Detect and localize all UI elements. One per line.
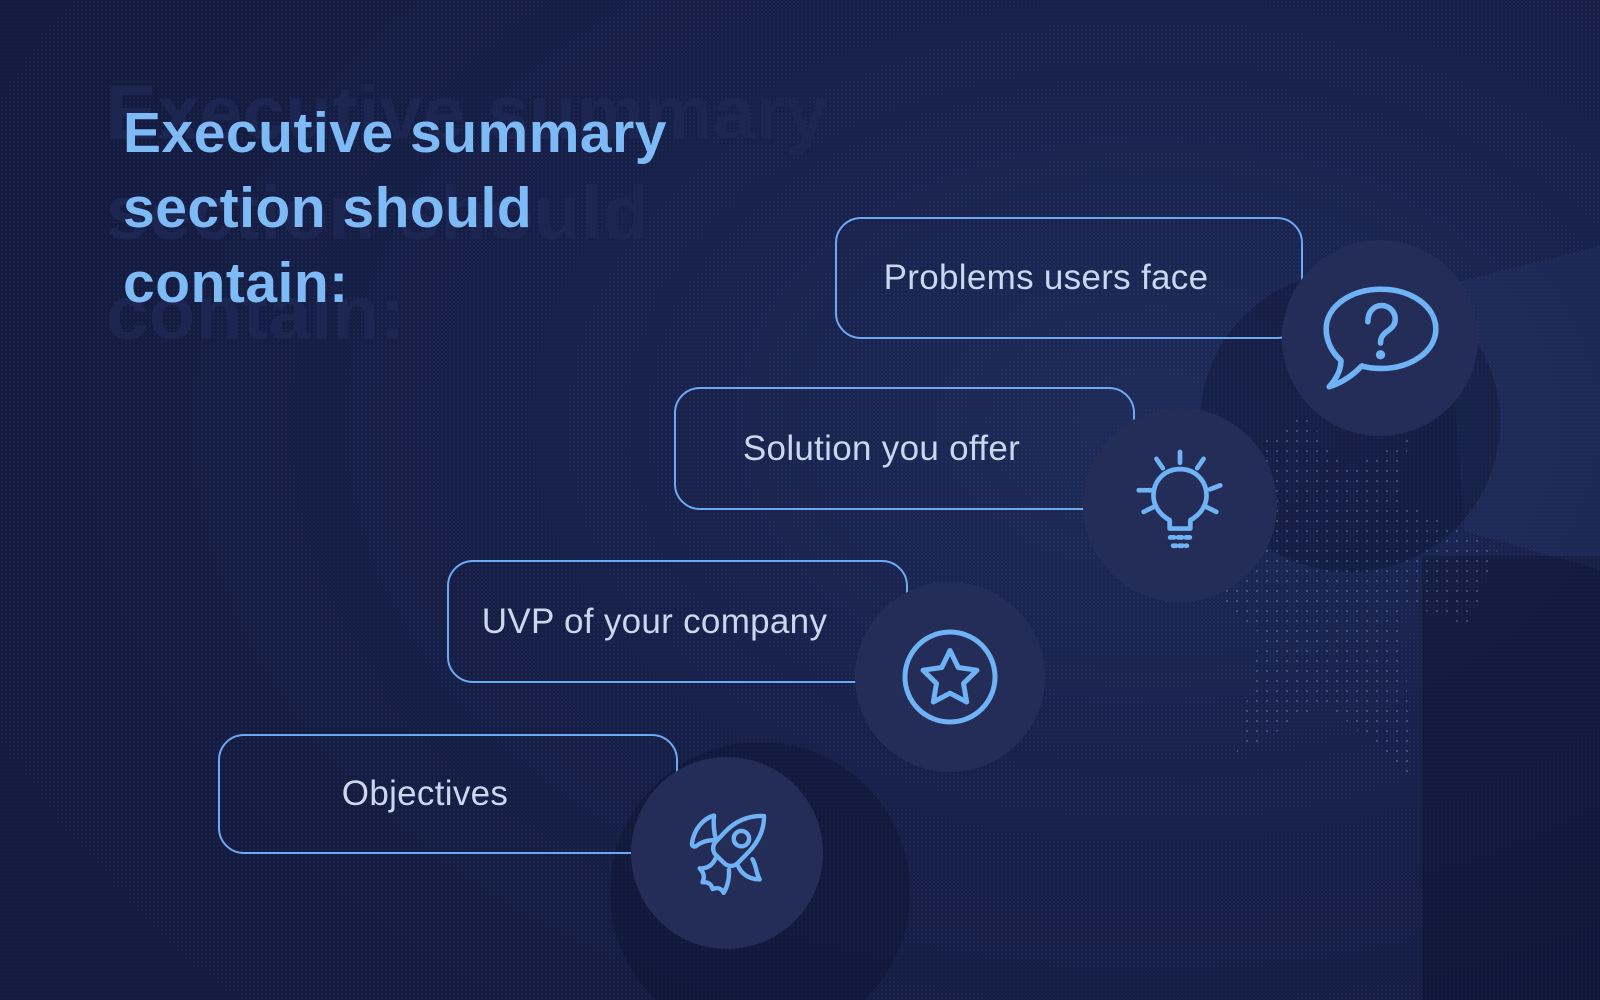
label-text: Problems users face <box>883 258 1209 297</box>
title-echo-text: Executive summary section should contain… <box>106 64 828 364</box>
page-title-line: Executive summary <box>123 101 667 165</box>
background-polygon-decoration <box>1446 246 1600 570</box>
star-badge-icon <box>900 627 1000 727</box>
lightbulb-icon <box>1126 449 1234 561</box>
label-text: Objectives <box>341 774 509 813</box>
background-panel-decoration <box>1422 556 1600 1000</box>
question-bubble-icon <box>1314 281 1446 395</box>
title-echo-line: contain: <box>106 271 406 356</box>
page-title: Executive summary section should contain… <box>123 96 667 321</box>
label-text: Solution you offer <box>742 428 1021 468</box>
title-echo-line: section should <box>106 171 650 256</box>
page-title-line: contain: <box>123 251 349 315</box>
title-echo-line: Executive summary <box>106 71 829 156</box>
icon-disc-solution <box>1083 408 1277 602</box>
label-box-problems: Problems users face <box>835 217 1303 339</box>
label-box-solution: Solution you offer <box>674 387 1135 510</box>
label-box-uvp: UVP of your company <box>447 560 908 683</box>
icon-disc-problems <box>1282 240 1478 436</box>
icon-disc-uvp <box>855 582 1045 772</box>
page-title-line: section should <box>123 176 533 240</box>
icon-disc-objectives <box>631 757 823 949</box>
rocket-icon <box>679 805 775 901</box>
label-text: UVP of your company <box>481 601 828 641</box>
label-box-objectives: Objectives <box>218 734 678 854</box>
